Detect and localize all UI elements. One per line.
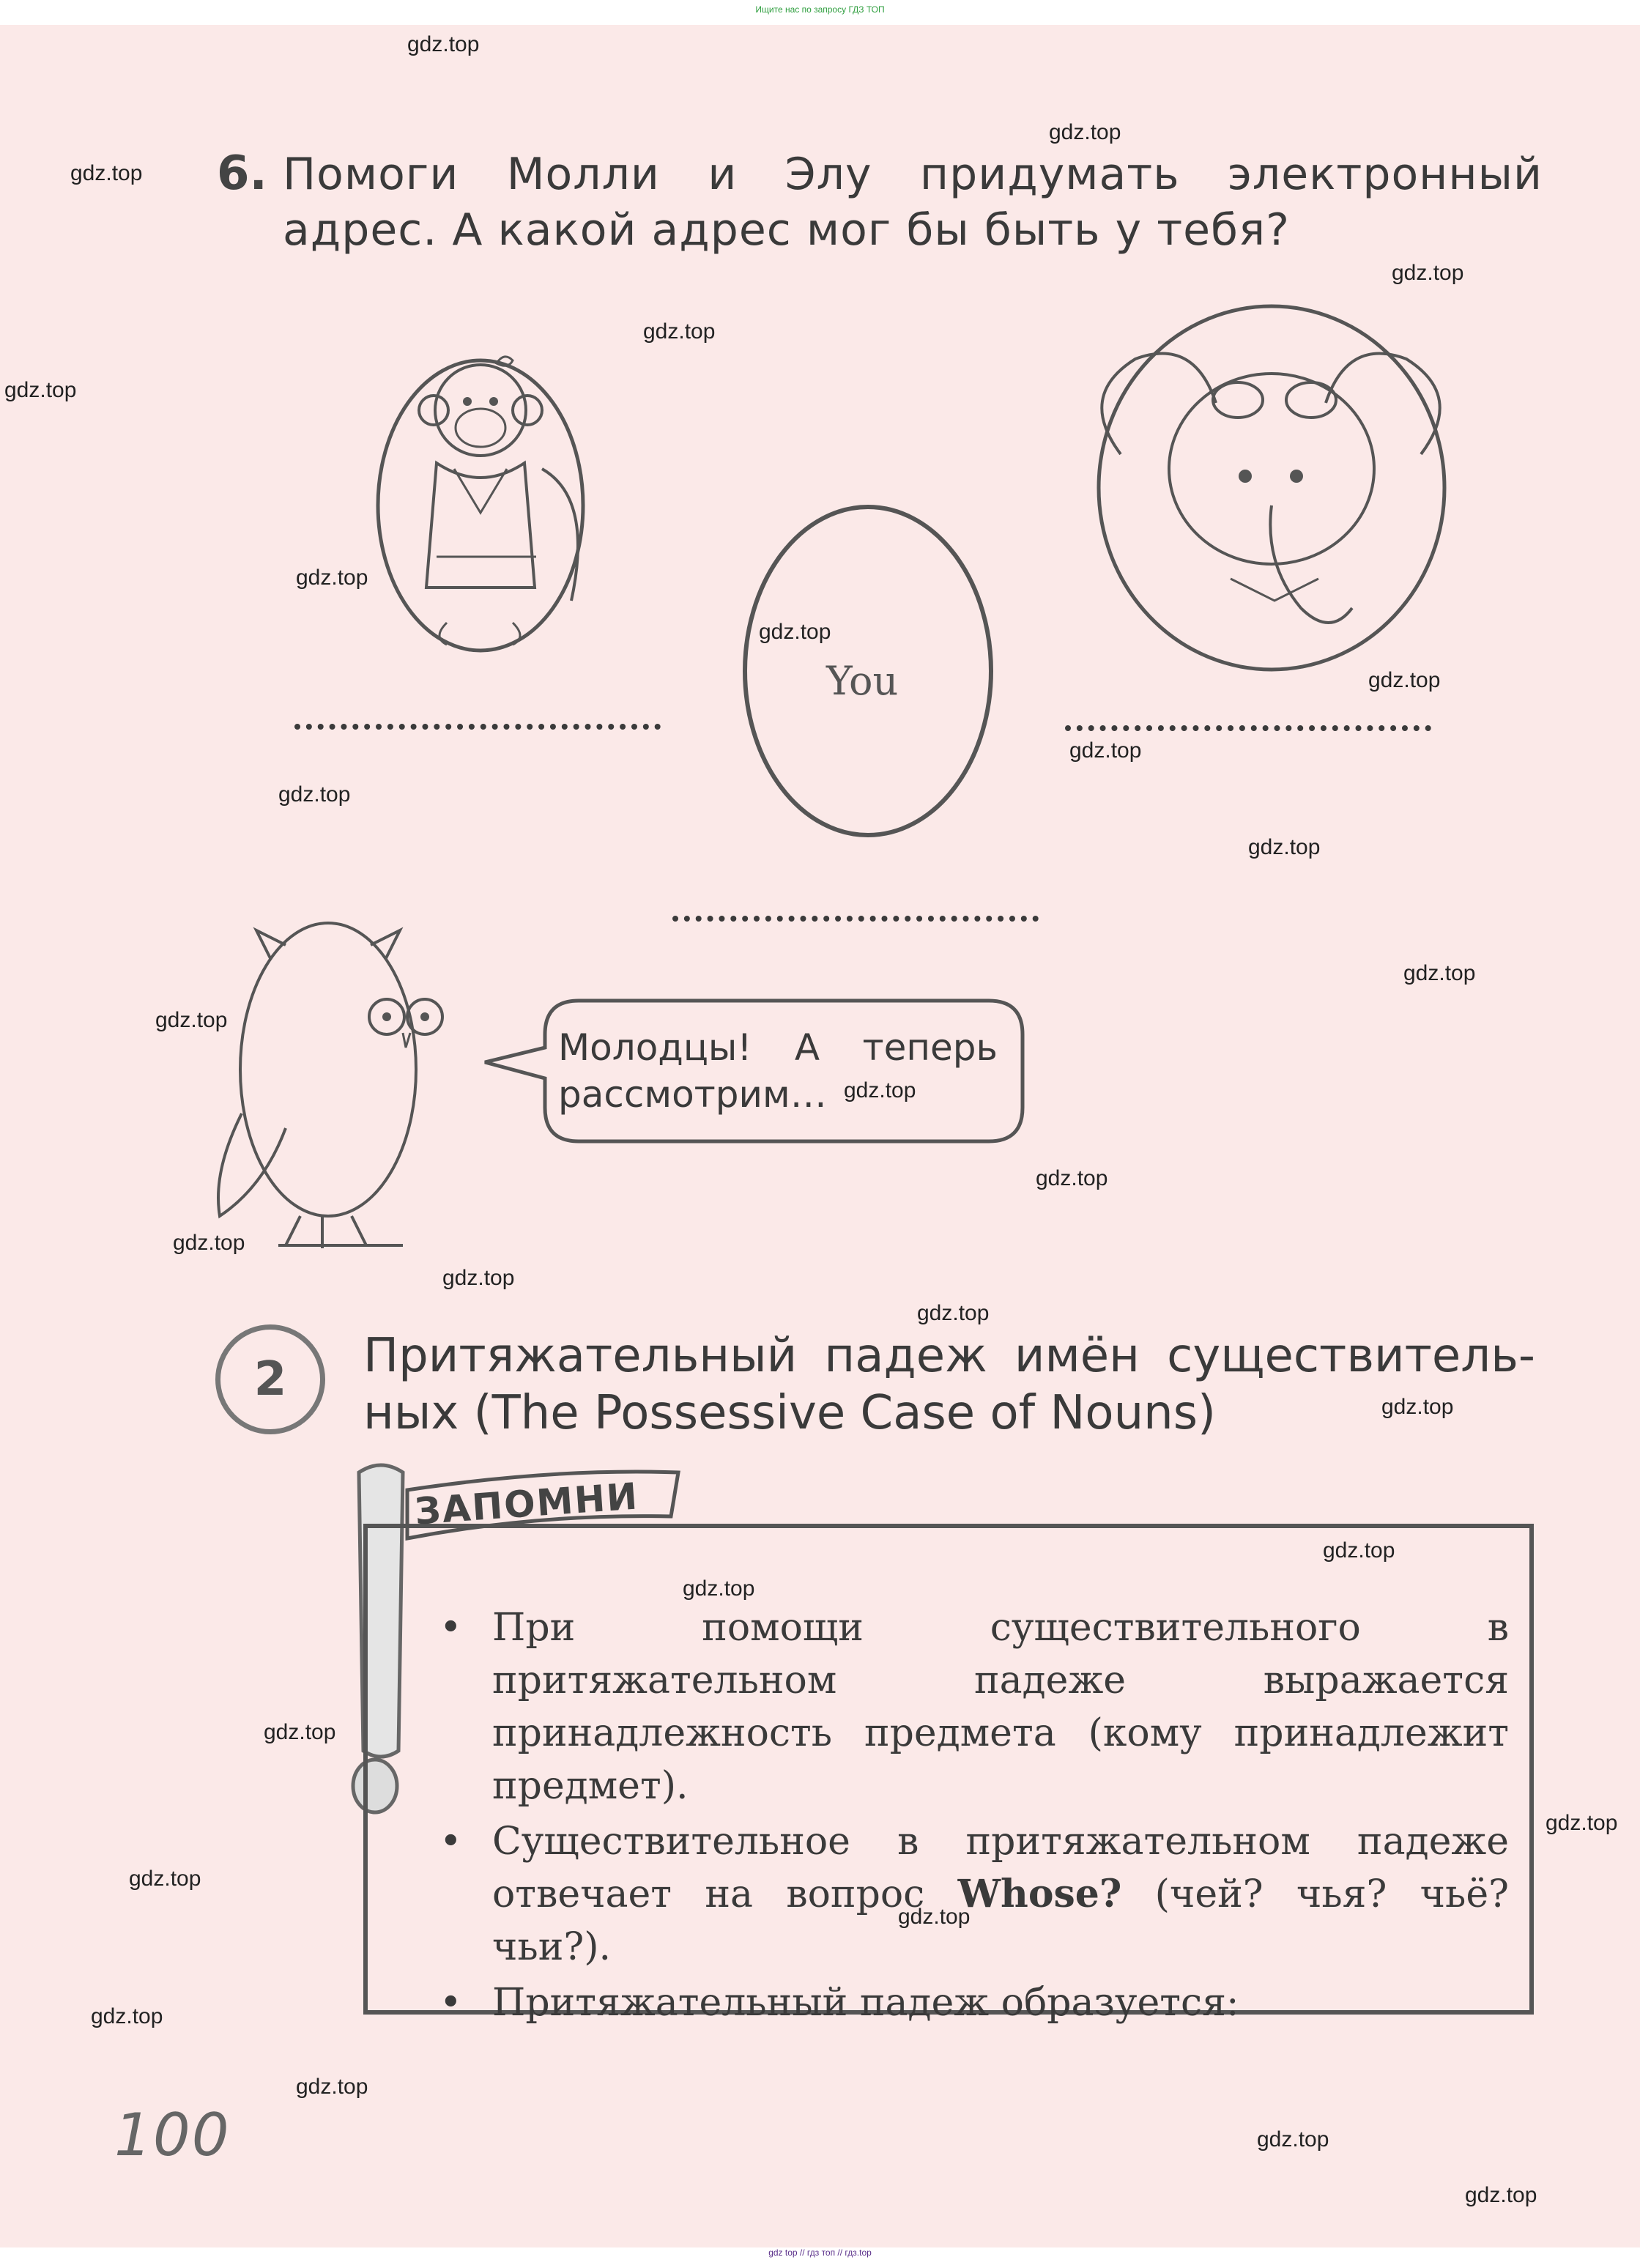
watermark: gdz.top — [1368, 668, 1441, 692]
watermark: gdz.top — [70, 161, 143, 185]
rule-item: •Существительное в притяжательном падеже… — [439, 1815, 1509, 1974]
watermark: gdz.top — [844, 1078, 916, 1102]
watermark: gdz.top — [278, 782, 351, 807]
rule-item: •При помощи существительного в притяжате… — [439, 1601, 1509, 1812]
remember-box — [363, 1524, 1534, 2015]
exercise-instruction: Помоги Молли и Элу придумать электронный… — [283, 149, 1543, 256]
bullet-icon: • — [439, 1981, 462, 2025]
watermark: gdz.top — [1257, 2127, 1329, 2152]
you-oval — [743, 505, 993, 837]
answer-line-elephant[interactable] — [1065, 725, 1431, 731]
section-number: 2 — [215, 1324, 325, 1434]
you-label: You — [826, 658, 899, 704]
watermark: gdz.top — [917, 1301, 990, 1325]
watermark: gdz.top — [296, 566, 368, 590]
watermark: gdz.top — [296, 2075, 368, 2099]
bullet-icon: • — [439, 1606, 462, 1650]
bottom-promo-link[interactable]: gdz top // гдз топ // гдз.top — [768, 2247, 872, 2258]
watermark: gdz.top — [1392, 261, 1464, 285]
textbook-page — [0, 25, 1640, 2247]
watermark: gdz.top — [1069, 738, 1142, 763]
watermark: gdz.top — [129, 1867, 201, 1891]
exercise-number: 6. — [217, 147, 267, 201]
speech-bubble — [484, 998, 1025, 1144]
watermark: gdz.top — [1049, 120, 1121, 144]
watermark: gdz.top — [1546, 1811, 1618, 1835]
watermark: gdz.top — [1403, 961, 1476, 985]
watermark: gdz.top — [898, 1905, 971, 1929]
rule-item: •Притяжательный падеж образуется: — [439, 1976, 1509, 2029]
watermark: gdz.top — [1036, 1166, 1108, 1190]
watermark: gdz.top — [264, 1720, 336, 1744]
watermark: gdz.top — [155, 1008, 228, 1032]
owl-speech-text: Молодцы! А теперь рассмотрим… — [558, 1026, 998, 1116]
answer-line-you[interactable] — [672, 916, 1039, 922]
watermark: gdz.top — [442, 1266, 515, 1290]
answer-line-monkey[interactable] — [294, 724, 661, 730]
watermark: gdz.top — [407, 32, 480, 56]
elephant-al-illustration — [1097, 304, 1447, 672]
monkey-molly-illustration — [376, 355, 585, 653]
watermark: gdz.top — [91, 2004, 163, 2028]
bullet-icon: • — [439, 1820, 462, 1864]
section-title: Притяжательный падеж имён существитель-н… — [363, 1329, 1535, 1440]
watermark: gdz.top — [683, 1576, 755, 1601]
watermark: gdz.top — [643, 319, 716, 344]
whose-keyword: Whose? — [957, 1872, 1122, 1916]
watermark: gdz.top — [1465, 2183, 1537, 2207]
watermark: gdz.top — [4, 378, 77, 402]
watermark: gdz.top — [1323, 1538, 1395, 1563]
watermark: gdz.top — [173, 1231, 245, 1255]
watermark: gdz.top — [759, 620, 831, 644]
owl-illustration — [217, 922, 444, 1248]
remember-rules: •При помощи существительного в притяжате… — [439, 1601, 1509, 2032]
watermark: gdz.top — [1248, 835, 1321, 859]
page-number: 100 — [114, 2101, 231, 2169]
watermark: gdz.top — [1381, 1395, 1454, 1419]
top-promo-link[interactable]: Ищите нас по запросу ГДЗ ТОП — [755, 4, 885, 15]
